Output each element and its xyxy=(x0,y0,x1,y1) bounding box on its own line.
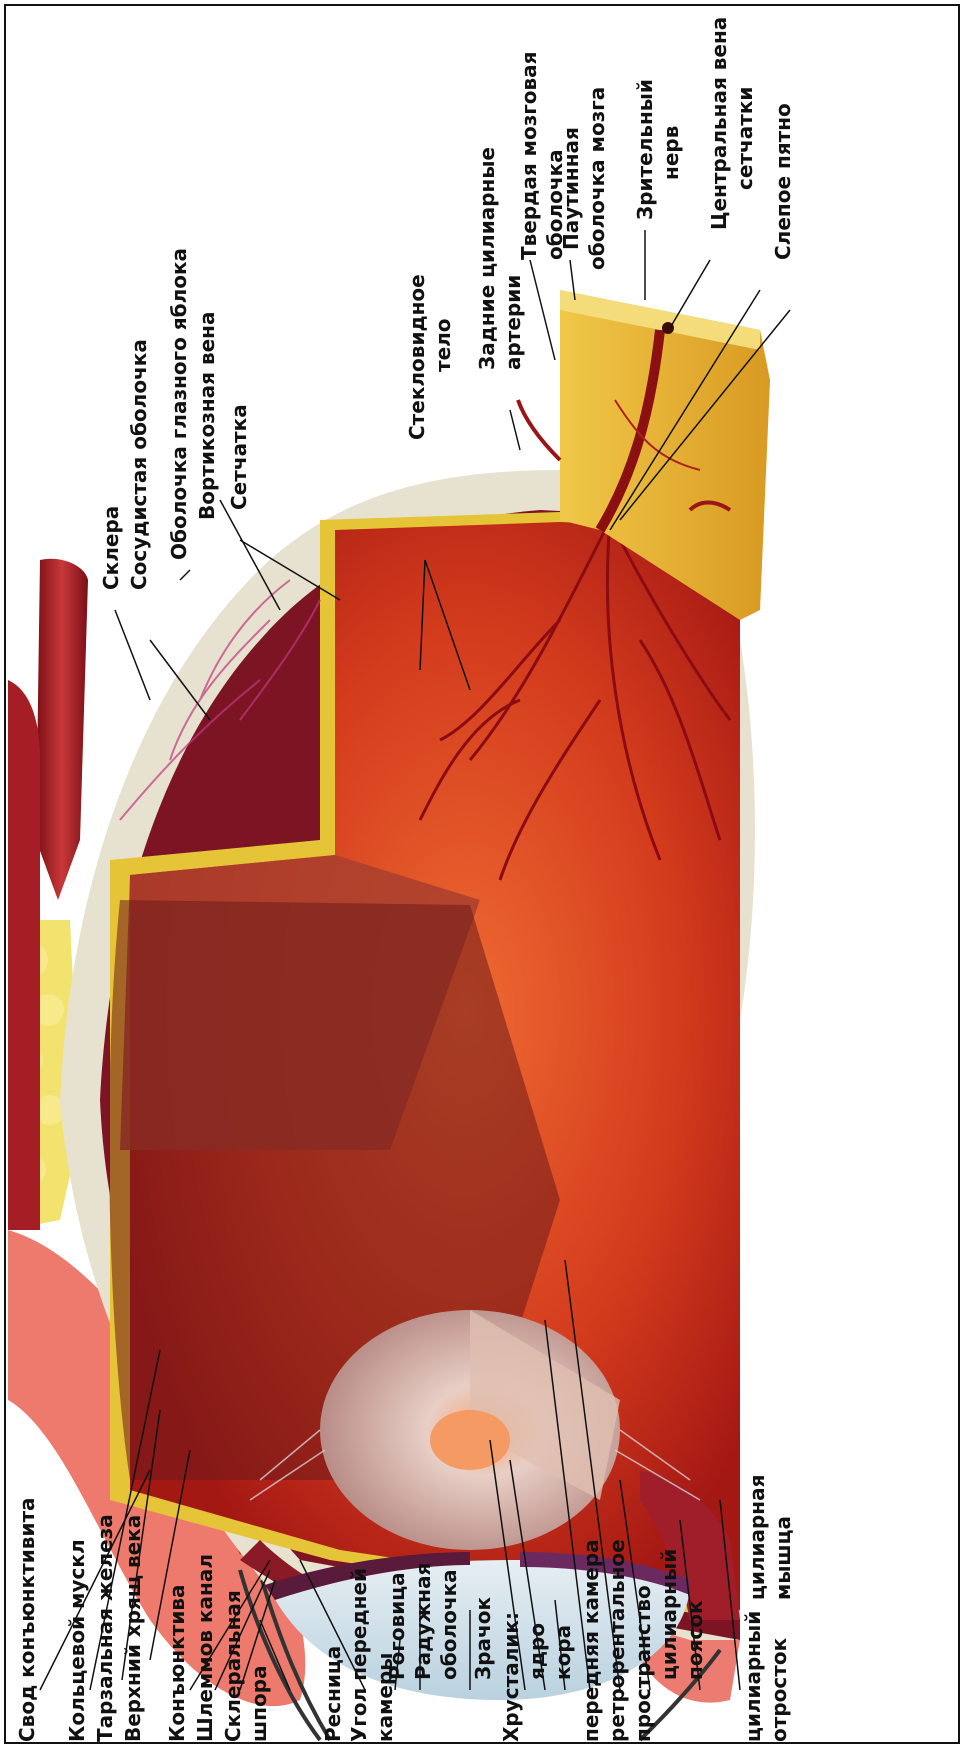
label-obolochka-mozga: оболочка мозга xyxy=(585,87,609,270)
label-tarzalnaya-zheleza: Тарзальная железа xyxy=(93,1514,117,1742)
label-obolochka-iris: оболочка xyxy=(437,1569,461,1680)
label-tsiliarnyy-poyasok-1: цилиарный xyxy=(657,1549,681,1680)
label-zritelny: Зрительный xyxy=(633,79,657,220)
lens-nucleus xyxy=(430,1410,510,1470)
rectus-muscle xyxy=(36,559,88,900)
label-sklera: Склера xyxy=(99,506,123,590)
label-khrustalik: Хрусталик: xyxy=(499,1612,523,1742)
label-verkhniy-khryashch: Верхний хрящ века xyxy=(121,1515,145,1742)
label-shlemmov-kanal: Шлеммов канал xyxy=(193,1554,217,1742)
label-tsiliarnyy-otrostok-2: отросток xyxy=(767,1637,791,1742)
levator-muscle xyxy=(8,680,40,1230)
label-ugol-peredney: Угол передней xyxy=(347,1568,371,1742)
label-zadnie-tsiliarnye: Задние цилиарные xyxy=(475,147,499,370)
label-tsiliarnyy-otrostok-1: цилиарный xyxy=(741,1611,765,1742)
label-tsentralnaya-vena: Центральная вена xyxy=(707,17,731,230)
label-tsiliarnaya-myshtsa-1: цилиарная xyxy=(745,1475,769,1600)
label-steklovidnoe: Стекловидное xyxy=(405,274,429,440)
label-retrorentalnoe: ретрорентальное xyxy=(605,1539,629,1742)
label-svod-konyunktivita: Свод конъюнктивита xyxy=(15,1497,39,1742)
label-pautinnaya: Паутинная xyxy=(559,127,583,250)
label-obolochka-glaznogo-yabloka: Оболочка глазного яблока xyxy=(167,248,191,560)
label-setchatka: Сетчатка xyxy=(227,404,251,510)
label-prostranstvo: пространство xyxy=(631,1585,655,1742)
label-telo: тело xyxy=(431,318,455,372)
label-zrachok: Зрачок xyxy=(471,1597,495,1680)
label-tsiliarnaya-myshtsa-2: мышца xyxy=(771,1516,795,1600)
label-raduzhnaya: Радужная xyxy=(411,1563,435,1680)
label-vortikoznaya-vena: Вортикозная вена xyxy=(195,312,219,521)
label-yadro: ядро xyxy=(525,1623,549,1680)
label-slepoe-pyatno: Слепое пятно xyxy=(771,103,795,260)
label-perednyaya-kamera: передняя камера xyxy=(579,1539,603,1742)
label-tsiliarnyy-poyasok-2: поясок xyxy=(683,1600,707,1680)
label-koltsevoy-muskul: Кольцевой мускл xyxy=(65,1539,89,1742)
label-konyunktiva: Конъюнктива xyxy=(165,1584,189,1742)
label-kora: кора xyxy=(551,1625,575,1680)
label-rogovitsa: Роговица xyxy=(385,1572,409,1680)
label-sosudistaya: Сосудистая оболочка xyxy=(127,339,151,590)
label-setchatki: сетчатки xyxy=(733,87,757,190)
label-nerv: нерв xyxy=(659,126,683,180)
label-skleralnaya: Склеральная xyxy=(221,1590,245,1742)
label-arterii: артерии xyxy=(501,275,525,370)
label-tverdaya-mozgovaya: Твердая мозговая xyxy=(517,51,541,260)
label-resnitsa: Ресница xyxy=(321,1646,345,1742)
label-shpora: шпора xyxy=(247,1665,271,1742)
